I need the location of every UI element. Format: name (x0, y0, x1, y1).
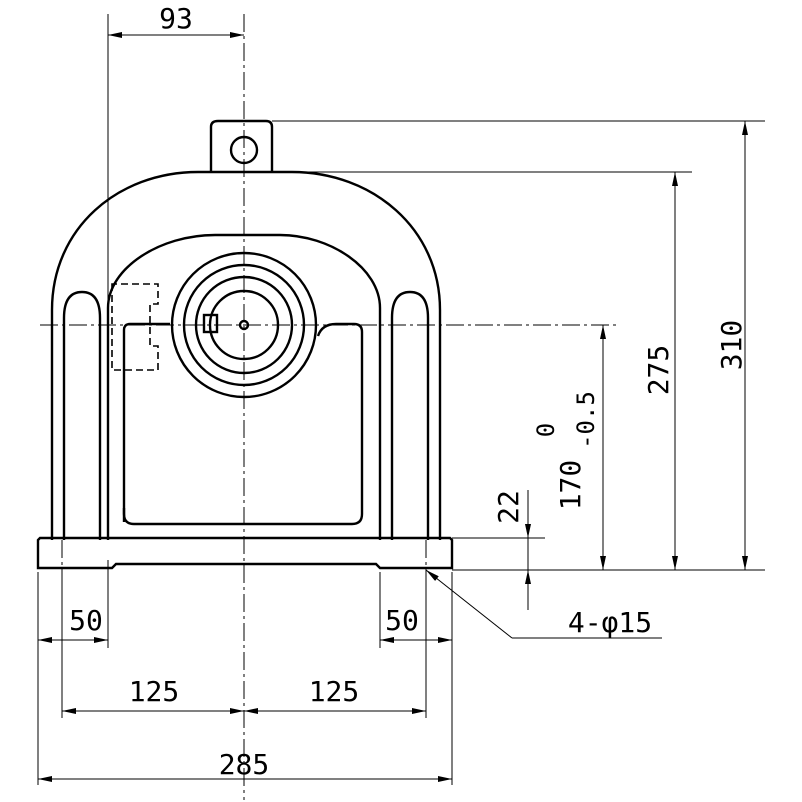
housing-outline (36, 119, 454, 570)
dim-base-thickness: 22 (492, 490, 525, 524)
dimension-labels: 93 310 275 170 0 -0.5 22 4-φ15 50 50 125… (69, 2, 748, 781)
dim-edge-right: 50 (385, 604, 419, 637)
dim-overall-width: 285 (219, 748, 270, 781)
dimension-lines (38, 32, 748, 782)
dim-half-right: 125 (309, 675, 360, 708)
dim-tolerance-upper: 0 (532, 423, 560, 437)
dim-shaft-height: 170 (554, 460, 587, 511)
dim-half-left: 125 (129, 675, 180, 708)
dim-center-height: 275 (642, 345, 675, 396)
dim-tolerance-lower: -0.5 (572, 391, 600, 449)
dim-total-height: 310 (715, 320, 748, 371)
dim-hole-callout: 4-φ15 (568, 606, 652, 639)
dim-offset-top: 93 (159, 2, 193, 35)
dim-edge-left: 50 (69, 604, 103, 637)
extension-lines (37, 14, 765, 785)
